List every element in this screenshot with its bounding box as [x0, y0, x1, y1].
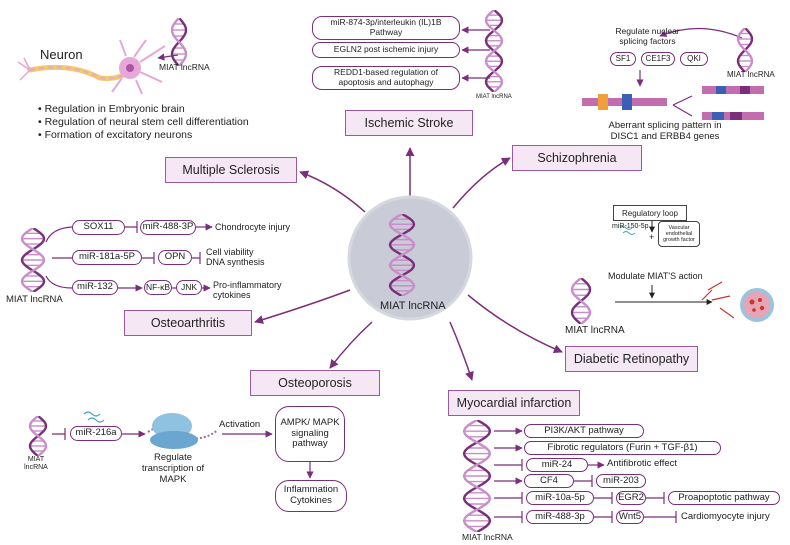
dr-mir150: miR-150-5p [612, 223, 649, 230]
neuron-bullet: • Formation of excitatory neurons [38, 129, 193, 141]
oa-mir132: miR-132 [72, 280, 118, 295]
neuron-title: Neuron [40, 47, 83, 62]
mi-fibrotic: Fibrotic regulators (Furin + TGF-β1) [524, 441, 721, 455]
oa-lnc-label: MIAT lncRNA [6, 294, 63, 305]
ischemic-stroke-box: Ischemic Stroke [345, 110, 473, 136]
factor-sf1: SF1 [610, 52, 636, 66]
schizo-arrows [636, 27, 743, 117]
schizo-header: Regulate nuclear splicing factors [615, 26, 680, 46]
dr-lnc-label: MIAT lncRNA [565, 325, 625, 336]
mi-mir10a: miR-10a-5p [526, 491, 594, 505]
schizo-lnc-label: MIAT lncRNA [727, 70, 775, 79]
diabetic-retinopathy-box: Diabetic Retinopathy [565, 346, 698, 372]
ischemic-arrows [461, 26, 490, 82]
regulate-mapk-text: Regulate transcription of MAPK [141, 452, 205, 485]
myocardial-infarction-box: Myocardial infarction [448, 390, 580, 416]
oa-mir181: miR-181a-5P [72, 250, 142, 265]
osteoporosis-box: Osteoporosis [250, 370, 380, 396]
osteoarthritis-box: Osteoarthritis [124, 310, 252, 336]
dna-icon [570, 278, 592, 324]
ischemic-lnc-label: MIAT lncRNA [476, 94, 512, 100]
dna-icon [484, 10, 504, 92]
oa-cell-viability: Cell viability DNA synthesis [206, 247, 265, 267]
dna-icon [736, 28, 754, 72]
dna-icon [388, 214, 416, 296]
op-lnc-label: MIAT lncRNA [24, 456, 48, 471]
dna-icon [170, 18, 188, 66]
oa-mir488: miR-488-3P [140, 220, 196, 235]
mi-mir24: miR-24 [526, 458, 588, 472]
neuron-bullets: • Regulation in Embryonic brain • Regula… [38, 103, 249, 142]
center-circle [347, 195, 473, 321]
splicing-caption: Aberrant splicing pattern in DISC1 and E… [608, 120, 722, 142]
ischemic-item-2: EGLN2 post ischemic injury [312, 42, 460, 58]
neuron-bullet: • Regulation in Embryonic brain [38, 103, 185, 115]
neuron-illustration [17, 39, 166, 95]
mi-pi3k: PI3K/AKT pathway [524, 424, 644, 438]
mi-proapoptotic: Proapoptotic pathway [668, 491, 780, 505]
plus-sign: + [649, 232, 655, 242]
radial-arrows [254, 147, 563, 381]
splice-bars [582, 86, 764, 120]
op-connectors [52, 428, 314, 479]
neuron-bullet: • Regulation of neural stem cell differe… [38, 116, 249, 128]
schizophrenia-box: Schizophrenia [512, 145, 642, 171]
dna-icon [28, 416, 48, 456]
inflammation-cytokines: Inflammation Cytokines [275, 480, 347, 512]
ischemic-item-1: miR-874-3p/interleukin (IL)1B Pathway [312, 16, 460, 40]
oa-opn: OPN [158, 250, 192, 265]
retina-illustration [619, 226, 774, 322]
ampk-mapk-pathway: AMPK/ MAPK signaling pathway [275, 406, 345, 462]
oa-chondrocyte-injury: Chondrocyte injury [215, 222, 291, 232]
regulatory-loop-box: Regulatory loop [613, 205, 687, 221]
mi-lnc-label: MIAT lncRNA [462, 532, 513, 542]
dr-connectors [615, 220, 713, 305]
dna-icon [462, 420, 492, 532]
neuron-lnc-label: MIAT lncRNA [159, 62, 210, 72]
center-label: MIAT lncRNA [380, 300, 446, 312]
op-mir216a: miR-216a [70, 426, 122, 441]
vegf-box: Vascular endothelial growth factor [658, 221, 700, 247]
ischemic-item-3: REDD1-based regulation of apoptosis and … [312, 66, 460, 90]
mi-cardiomyocyte: Cardiomyocyte injury [681, 511, 770, 522]
mi-wnt5: Wnt5 [616, 510, 644, 524]
mi-egr2: EGR2 [616, 491, 646, 505]
oa-jnk: JNK [176, 280, 202, 295]
oa-cytokines: Pro-inflammatory cytokines [213, 280, 282, 300]
oa-connectors [45, 221, 213, 292]
multiple-sclerosis-box: Multiple Sclerosis [165, 157, 297, 183]
oa-sox11: SOX11 [72, 220, 125, 235]
mi-mir203: miR-203 [596, 474, 646, 488]
mi-mir488: miR-488-3p [526, 510, 594, 524]
mi-antifibrotic: Antifibrotic effect [607, 458, 678, 469]
activation-text: Activation [219, 419, 261, 430]
mi-connectors [494, 427, 677, 523]
factor-qki: QKI [680, 52, 708, 66]
oa-nfkb: NF-κB [144, 280, 172, 295]
mapk-dna-illustration [83, 411, 219, 449]
factor-ce1f3: CE1F3 [641, 52, 675, 66]
modulate-text: Modulate MIAT'S action [608, 271, 703, 281]
mi-cf4: CF4 [524, 474, 574, 488]
dna-icon [20, 228, 46, 292]
